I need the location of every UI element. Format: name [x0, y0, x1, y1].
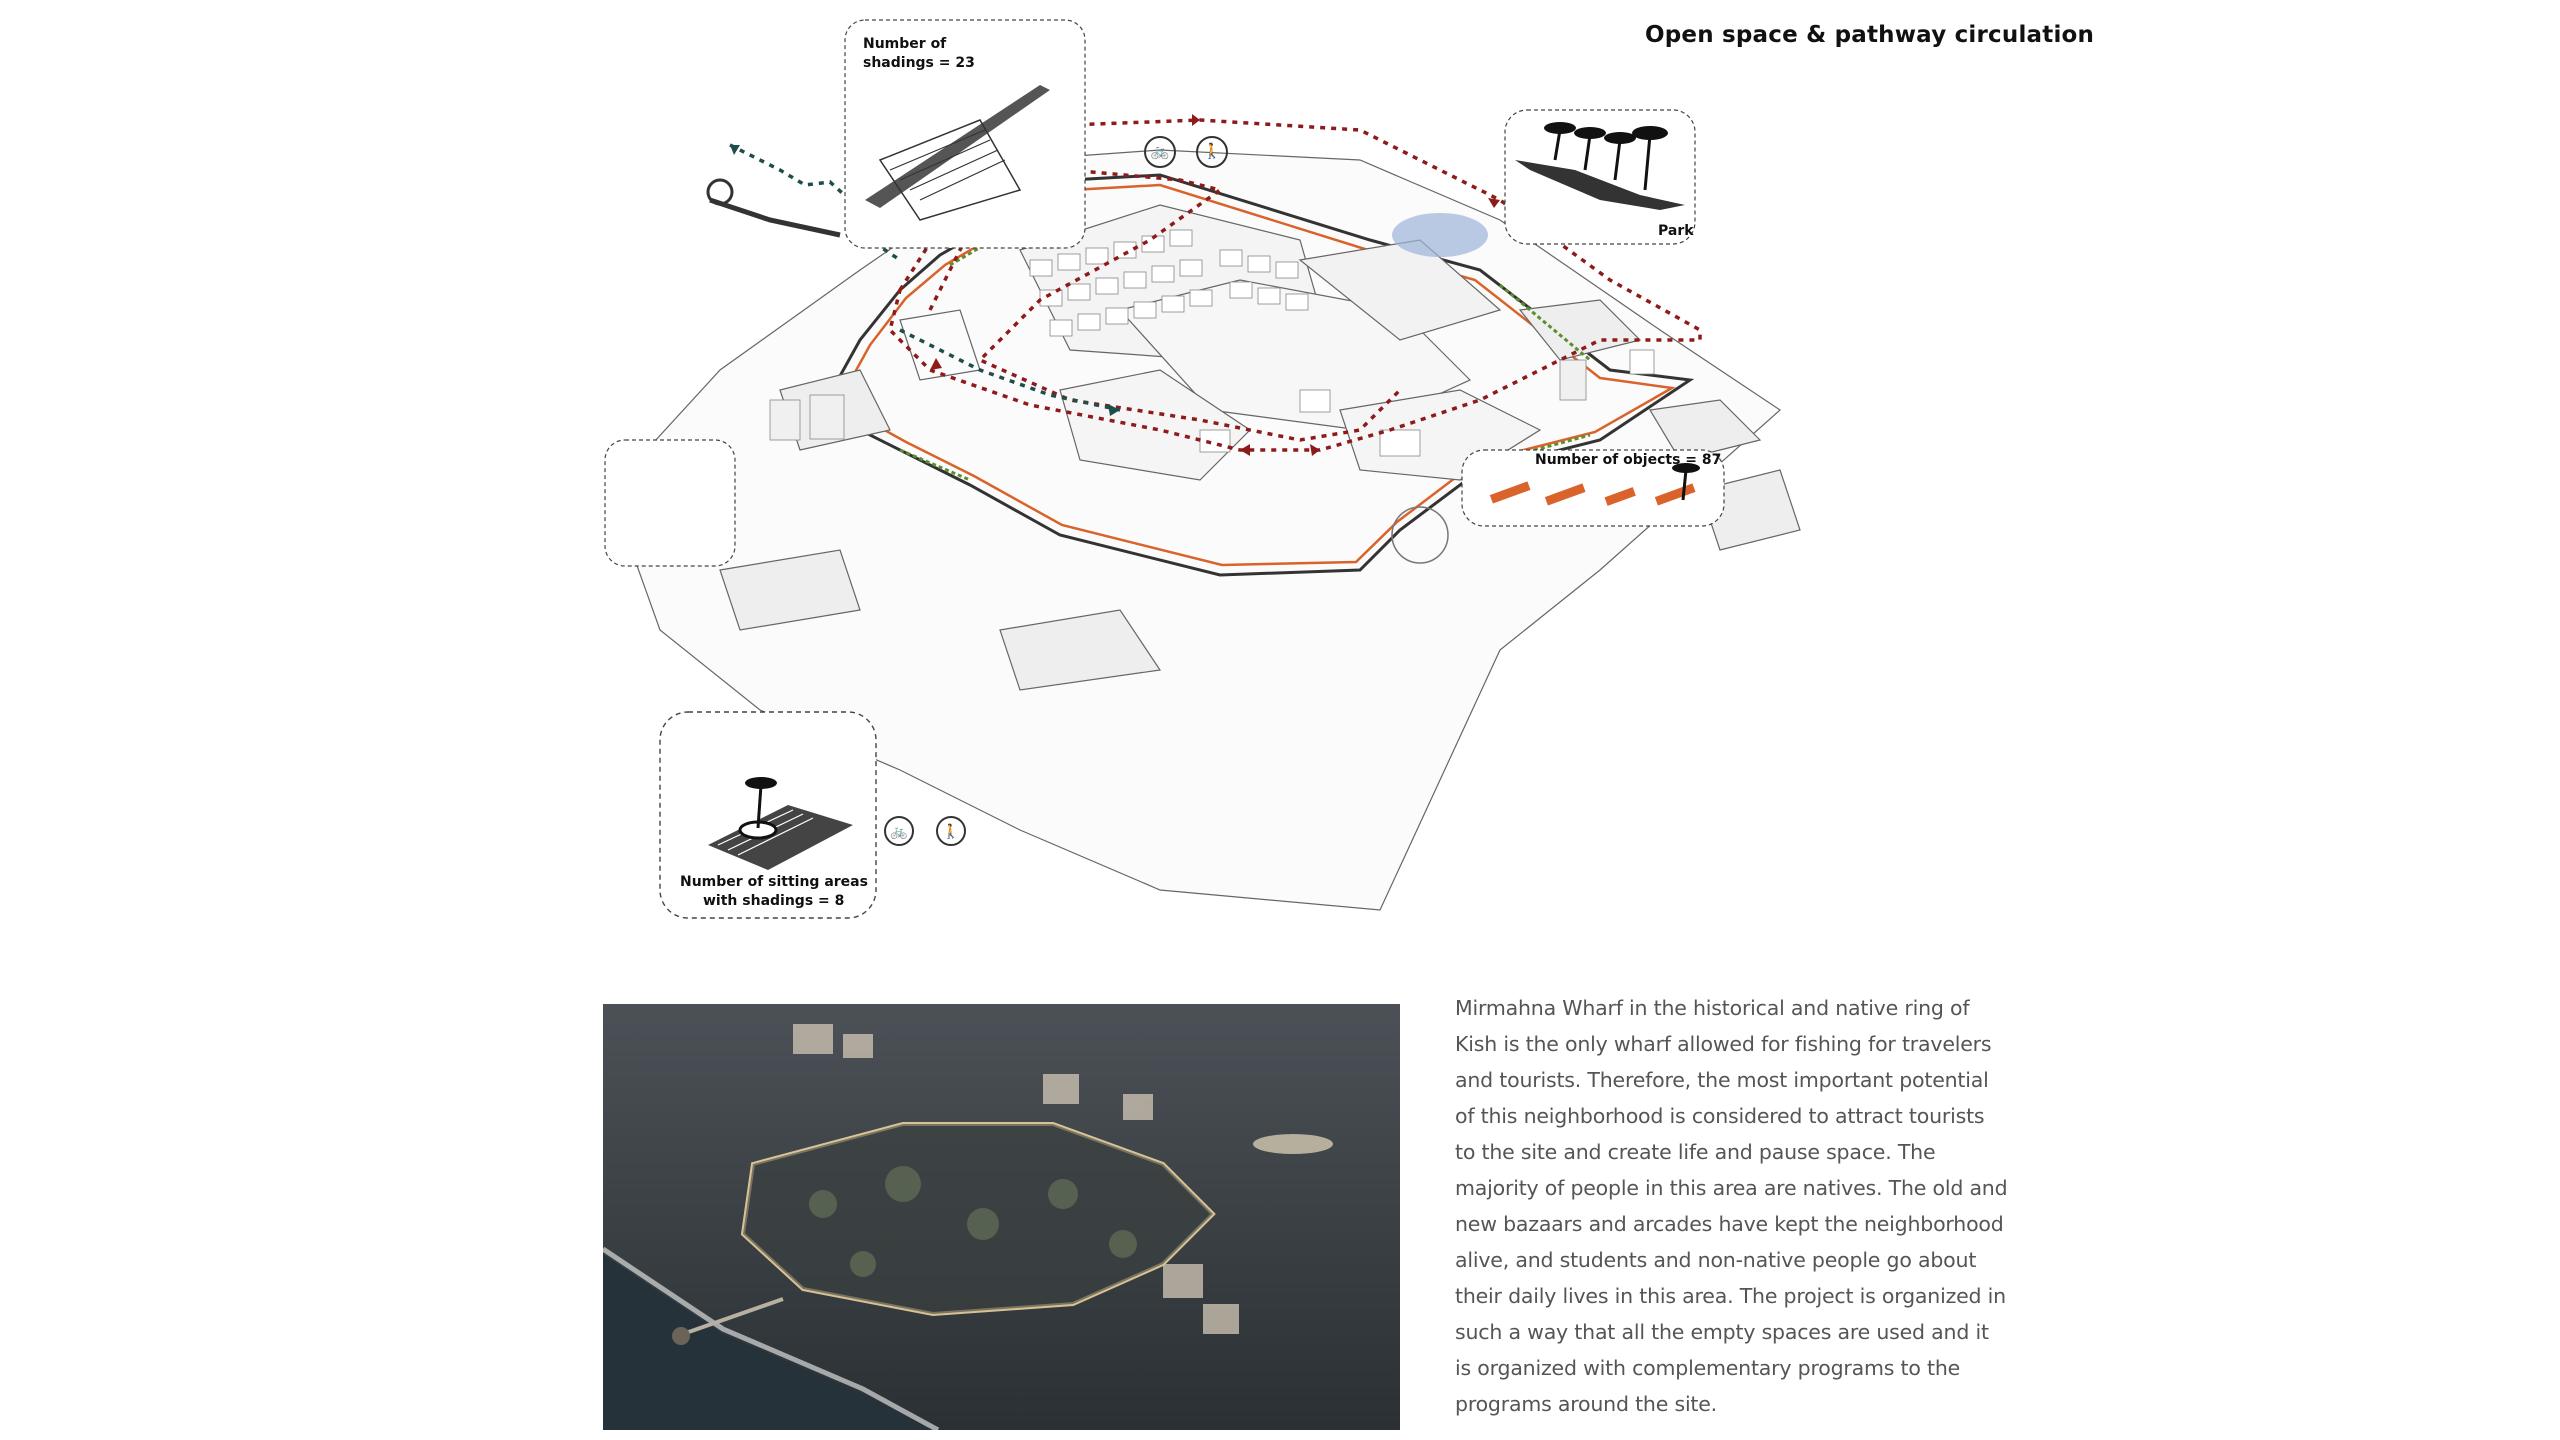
sitting-palm-icon — [756, 784, 763, 829]
aerial-render-photo — [603, 1004, 1400, 1430]
shoreline — [603, 1246, 940, 1430]
pedestrian-icon: 🚶 — [1196, 136, 1228, 168]
sitting-callout-line1: Number of sitting areas — [680, 874, 868, 890]
roundabout — [1391, 506, 1449, 564]
palm-tree-icon — [1553, 129, 1652, 191]
shading-structure-icon — [865, 85, 1050, 208]
pier — [709, 197, 841, 238]
park-callout: Park — [1504, 109, 1696, 245]
pier-photo — [682, 1297, 784, 1336]
shadings-callout-line2: shadings = 23 — [863, 55, 975, 71]
pier-head-icon — [706, 178, 734, 206]
shading-canopy-icon — [878, 119, 1022, 221]
sitting-platform-icon — [708, 805, 853, 870]
objects-palm-icon — [1681, 469, 1688, 501]
page-title: Open space & pathway circulation — [1645, 22, 2095, 48]
shadings-callout-line1: Number of — [863, 36, 947, 52]
site-axonometric-diagram: Number of shadings = 23 Park Number of o… — [600, 19, 1801, 911]
sitting-callout — [604, 439, 736, 567]
bike-path-southwest-visible — [899, 328, 1121, 412]
shadings-callout: Number of shadings = 23 — [844, 19, 1086, 249]
objects-callout-label: Number of objects = 87 — [1535, 452, 1721, 468]
sitting-areas-panel: Number of sitting areas with shadings = … — [659, 711, 877, 919]
project-description: Mirmahna Wharf in the historical and nat… — [1455, 996, 2008, 1416]
bicycle-icon-south: 🚲 — [884, 816, 914, 846]
bicycle-icon: 🚲 — [1144, 136, 1176, 168]
bike-route-line — [600, 145, 620, 265]
pedestrian-icon-south: 🚶 — [936, 816, 966, 846]
park-path-icon — [1515, 160, 1685, 210]
objects-callout: Number of objects = 87 — [1461, 449, 1725, 527]
water-plaza — [1392, 213, 1488, 257]
housing-blocks — [769, 229, 1655, 457]
bike-path-northwest-visible — [729, 143, 901, 262]
city-fabric — [609, 149, 1801, 911]
sea-area — [603, 1254, 933, 1430]
sitting-callout-line2: with shadings = 8 — [703, 893, 844, 909]
park-callout-label: Park — [1658, 223, 1694, 239]
